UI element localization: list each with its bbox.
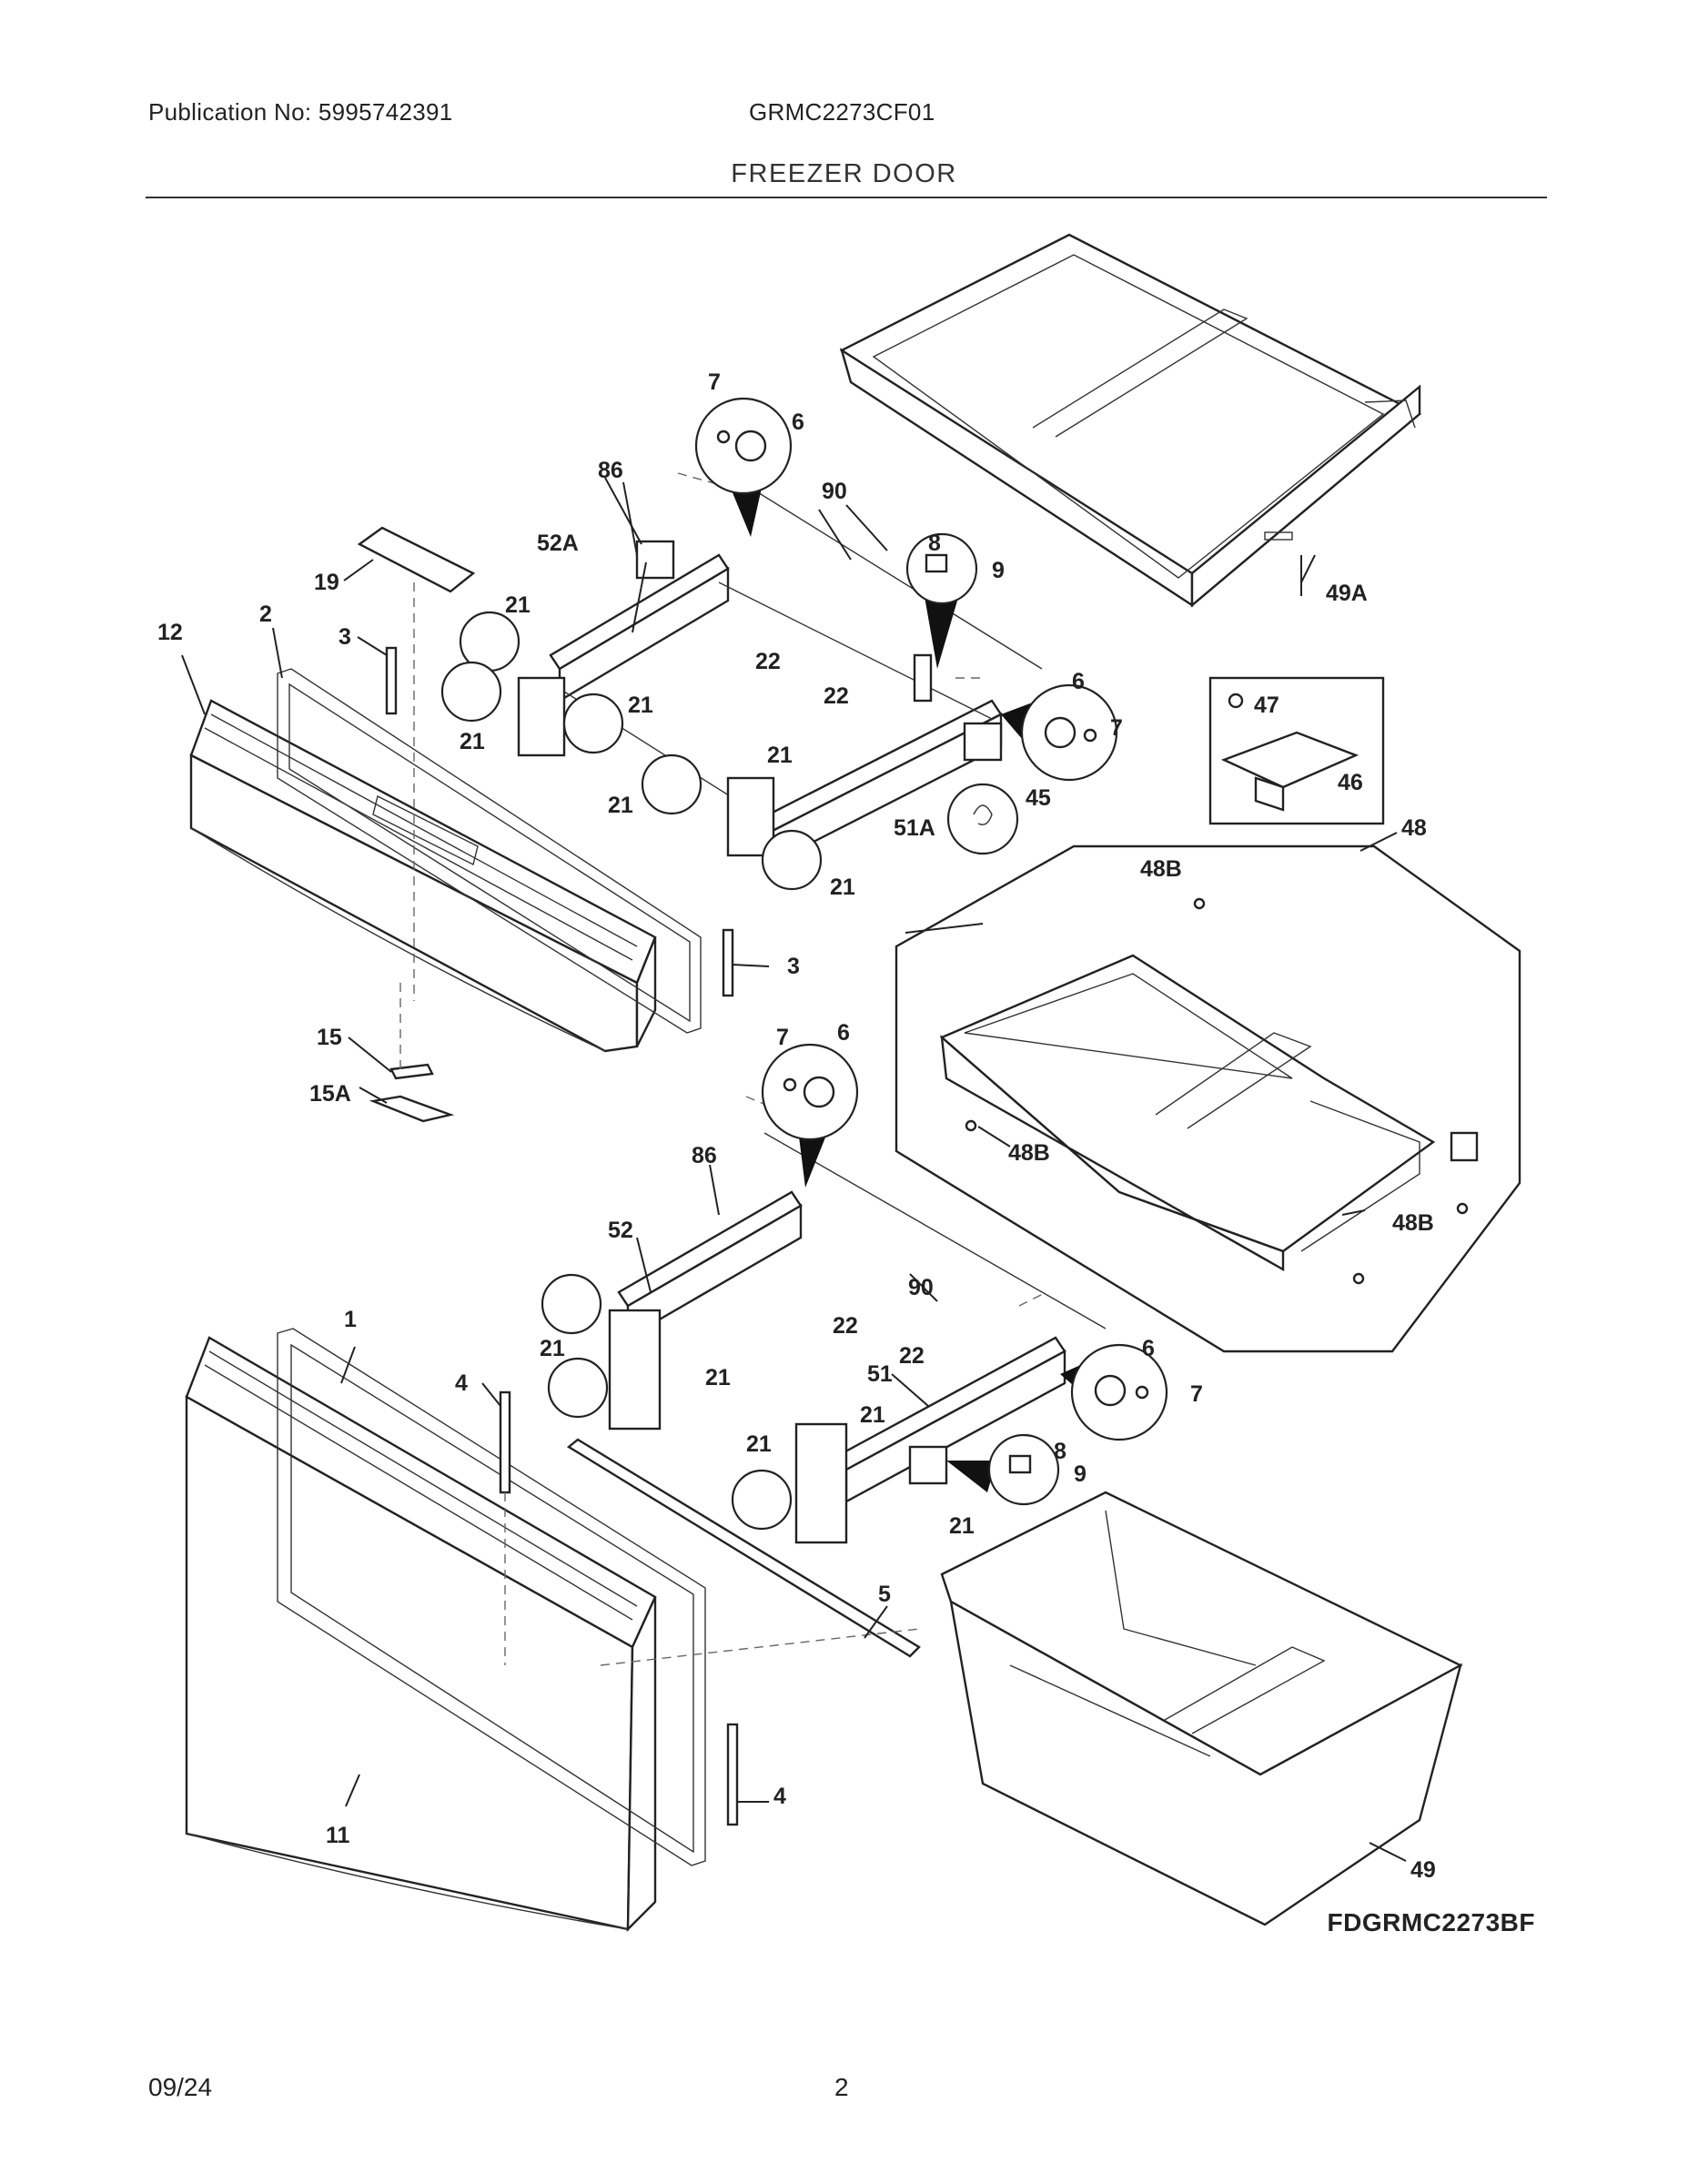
callout-7: 7 [1110,715,1123,741]
callout-51a: 51A [894,815,935,841]
callout-48b: 48B [1008,1140,1050,1166]
part-19-control-board [357,526,476,593]
leader-lines [181,477,1407,1862]
callout-2: 2 [259,602,272,627]
callout-21: 21 [628,693,653,718]
part-1-lower-gasket [277,1328,706,1866]
callout-86: 86 [598,458,623,483]
model-number: GRMC2273CF01 [749,98,935,126]
part-48-bin [939,954,1479,1272]
callout-21: 21 [830,875,855,900]
part-15-part [389,1063,434,1080]
callout-51: 51 [867,1361,893,1387]
callout-labels: 7 6 86 90 52A 8 9 49A 19 21 2 3 12 22 6 … [157,369,1436,1883]
part-4-strip-right [726,1723,739,1826]
callout-90: 90 [822,479,847,504]
callout-21: 21 [460,729,485,754]
part-47-screw [1228,693,1244,709]
callout-5: 5 [878,1582,891,1607]
callout-22: 22 [755,649,781,674]
part-3-strip-right [722,928,734,997]
part-3-strip-left [385,646,398,715]
callout-22: 22 [899,1343,925,1369]
callout-47: 47 [1254,693,1279,718]
callout-3: 3 [339,624,351,650]
callout-21: 21 [705,1365,731,1390]
callout-22: 22 [833,1313,858,1339]
callout-11: 11 [326,1823,350,1848]
callout-9: 9 [992,558,1005,583]
callout-48b: 48B [1392,1210,1434,1236]
part-49a-upper-basket [839,233,1422,608]
callout-6: 6 [792,410,804,435]
callout-49: 49 [1410,1857,1436,1883]
callout-6: 6 [837,1020,850,1046]
callout-19: 19 [314,570,339,595]
callout-49a: 49A [1326,581,1368,606]
part-4-strip-left [499,1390,511,1494]
callout-22: 22 [824,683,849,709]
callout-8: 8 [928,531,941,556]
callout-52: 52 [608,1218,633,1243]
part-49-lower-basket [940,1491,1463,1926]
callout-15: 15 [317,1025,342,1050]
lower-slide-assembly [608,1096,1107,1544]
callout-7: 7 [708,369,721,395]
callout-90: 90 [908,1275,934,1300]
callout-4: 4 [773,1784,786,1809]
callout-21: 21 [746,1431,772,1457]
part-46-cover [1220,731,1359,789]
callout-7: 7 [776,1025,789,1050]
publication-number: Publication No: 5995742391 [148,98,453,126]
callout-15a: 15A [309,1081,351,1107]
zoom-details [440,397,1168,1531]
callout-8: 8 [1054,1439,1066,1464]
callout-21: 21 [860,1402,885,1428]
header-rule [146,197,1547,198]
callout-6: 6 [1072,669,1085,694]
callout-21: 21 [505,592,531,618]
callout-86: 86 [692,1143,717,1168]
callout-52a: 52A [537,531,579,556]
callout-21: 21 [608,793,633,818]
part-2-upper-gasket [277,668,702,1034]
callout-21: 21 [540,1336,565,1361]
callout-21: 21 [767,743,793,768]
part-11-lower-door [185,1336,657,1932]
callout-46: 46 [1338,770,1363,795]
callout-6: 6 [1142,1336,1155,1361]
part-15a-part [369,1095,455,1123]
callout-12: 12 [157,620,183,645]
part-5-trim [566,1438,921,1658]
callout-48: 48 [1401,815,1427,841]
diagram-code: FDGRMC2273BF [1327,1908,1535,1936]
callout-1: 1 [344,1307,357,1332]
section-title: FREEZER DOOR [731,159,957,188]
publication-date: 09/24 [148,2073,213,2101]
callout-21: 21 [949,1513,975,1539]
callout-48b: 48B [1140,856,1182,882]
part-12-upper-door [189,699,657,1053]
callout-9: 9 [1074,1461,1087,1487]
callout-3: 3 [787,954,800,979]
page-number: 2 [834,2073,849,2101]
callout-7: 7 [1190,1381,1203,1407]
callout-45: 45 [1026,785,1051,811]
callout-4: 4 [455,1370,468,1396]
